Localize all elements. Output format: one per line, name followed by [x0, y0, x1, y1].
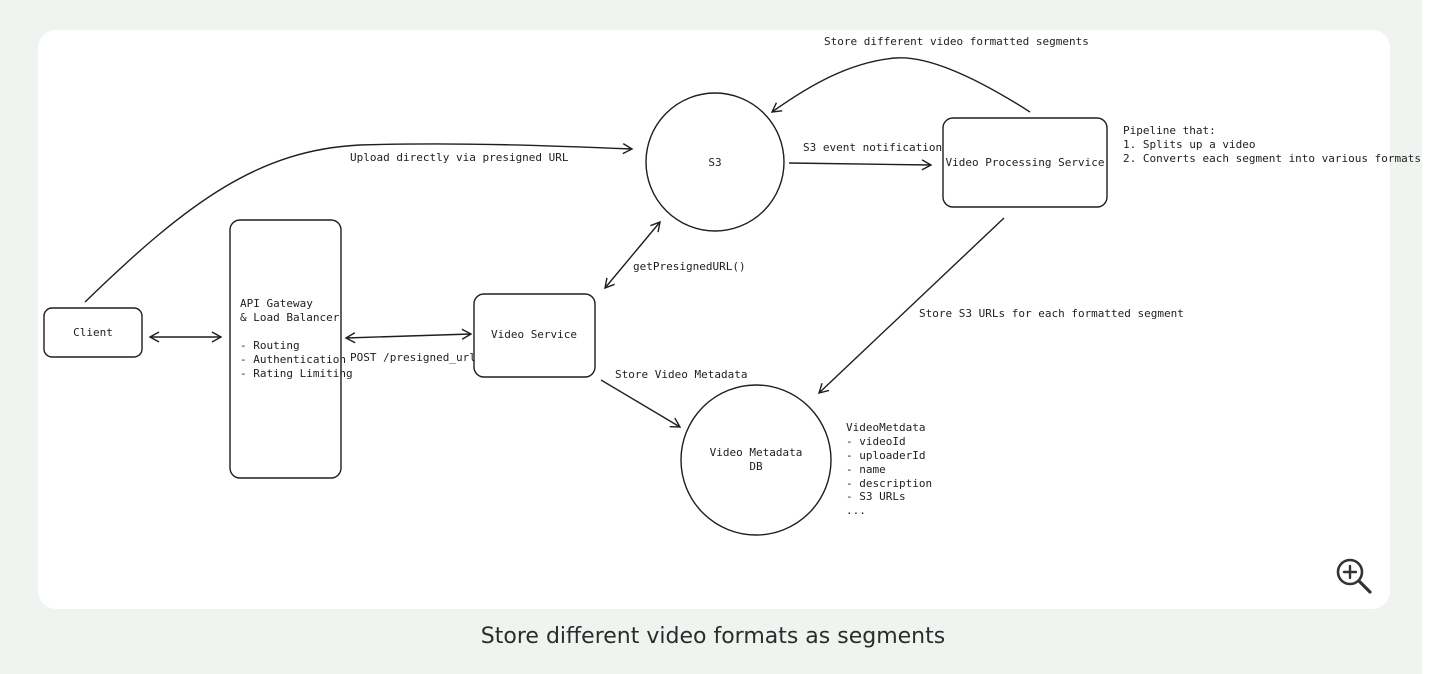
upload-arrow: [84, 143, 634, 303]
api-gateway-node: API Gateway & Load Balancer - Routing - …: [229, 219, 353, 479]
metadata-db-line-2: DB: [749, 460, 763, 473]
pipeline-line-1: Pipeline that:: [1123, 124, 1216, 137]
s3-event-label: S3 event notification: [803, 141, 942, 154]
gateway-line-2: & Load Balancer: [240, 311, 340, 324]
gateway-line-4: - Routing: [240, 339, 300, 352]
page-margin: [1422, 0, 1448, 674]
video-processing-node: Video Processing Service: [942, 117, 1108, 208]
schema-line-4: - name: [846, 463, 886, 476]
client-node: Client: [43, 307, 143, 358]
metadata-db-node: Video Metadata DB: [680, 384, 832, 536]
s3-label: S3: [708, 156, 721, 169]
post-label: POST /presigned_url: [350, 351, 476, 364]
get-presigned-label: getPresignedURL(): [633, 260, 746, 273]
schema-line-6: - S3 URLs: [846, 490, 906, 503]
gateway-video-service-arrow: [344, 328, 473, 344]
figure-caption: Store different video formats as segment…: [480, 624, 946, 649]
diagram-card: [38, 30, 1390, 609]
store-segments-arrow: [770, 57, 1031, 113]
video-service-metadata-arrow: [600, 379, 682, 428]
metadata-schema-note: VideoMetdata - videoId - uploaderId - na…: [846, 421, 932, 517]
pipeline-line-3: 2. Converts each segment into various fo…: [1123, 152, 1421, 165]
pipeline-note: Pipeline that: 1. Splits up a video 2. C…: [1123, 124, 1421, 165]
schema-line-2: - videoId: [846, 435, 906, 448]
gateway-line-5: - Authentication: [240, 353, 346, 366]
video-service-node: Video Service: [473, 293, 596, 378]
processing-metadata-arrow: [817, 217, 1005, 394]
metadata-db-line-1: Video Metadata: [710, 446, 803, 459]
s3-node: S3: [645, 92, 785, 232]
video-service-label: Video Service: [491, 328, 577, 341]
store-urls-label: Store S3 URLs for each formatted segment: [919, 307, 1184, 320]
schema-line-5: - description: [846, 477, 932, 490]
pipeline-line-2: 1. Splits up a video: [1123, 138, 1255, 151]
store-segments-label: Store different video formatted segments: [824, 35, 1089, 48]
gateway-line-6: - Rating Limiting: [240, 367, 353, 380]
store-metadata-label: Store Video Metadata: [615, 368, 747, 381]
schema-line-7: ...: [846, 504, 866, 517]
video-processing-label: Video Processing Service: [946, 156, 1105, 169]
gateway-line-1: API Gateway: [240, 297, 313, 310]
zoom-in-icon: [1336, 558, 1372, 594]
schema-line-3: - uploaderId: [846, 449, 925, 462]
client-label: Client: [73, 326, 113, 339]
s3-processing-arrow: [788, 159, 933, 171]
upload-label: Upload directly via presigned URL: [350, 151, 569, 164]
schema-line-1: VideoMetdata: [846, 421, 925, 434]
video-service-s3-arrow: [604, 220, 661, 290]
zoom-in-button[interactable]: [1334, 556, 1374, 596]
